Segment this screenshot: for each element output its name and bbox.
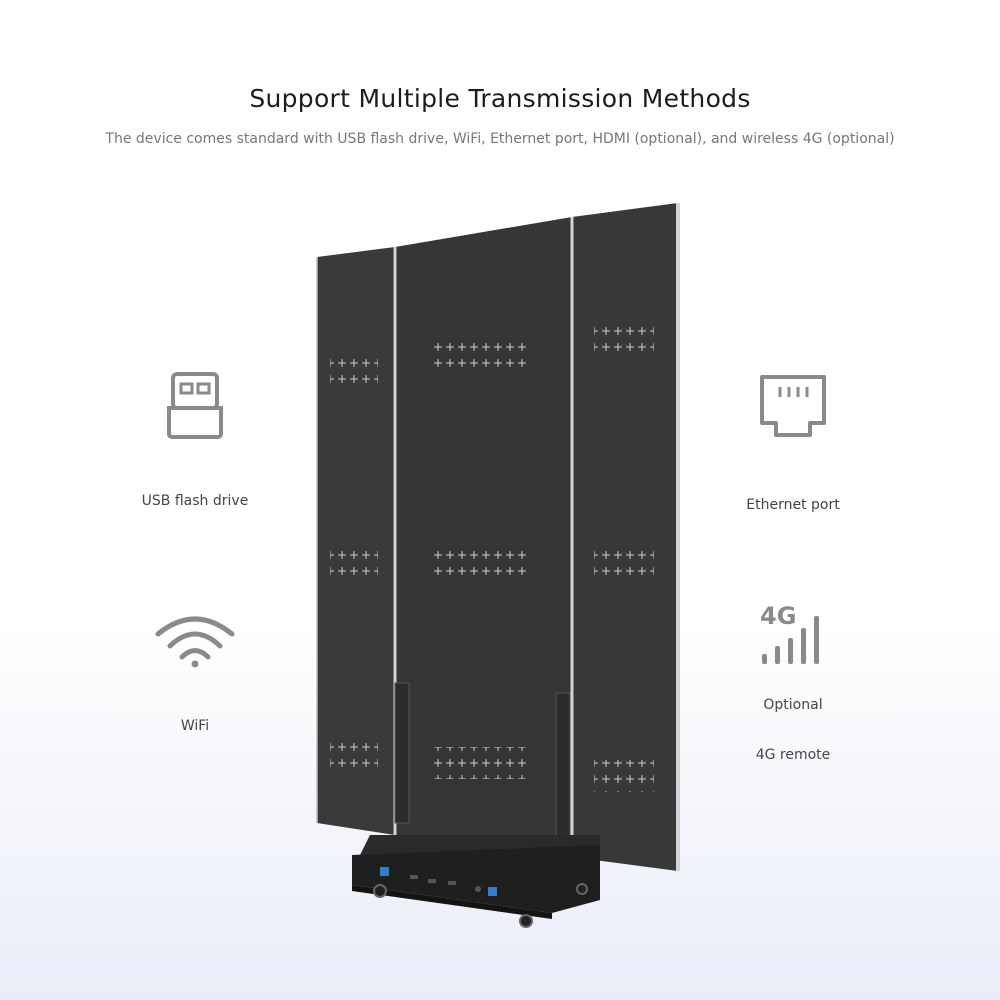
feature-4g: 4G Optional 4G remote (693, 598, 893, 768)
wifi-icon (155, 616, 235, 668)
ethernet-port-icon (760, 375, 826, 437)
feature-ethernet-label: Ethernet port (746, 497, 840, 513)
display-base (352, 845, 600, 913)
4g-icon-text: 4G (760, 602, 796, 630)
feature-wifi-label: WiFi (180, 718, 210, 734)
display-panel-center (395, 217, 572, 857)
4g-signal-icon: 4G (760, 602, 819, 664)
feature-wifi: WiFi (95, 608, 295, 734)
display-panel-left (317, 247, 395, 835)
led-poster-display-image (316, 203, 680, 928)
feature-usb: USB flash drive (95, 370, 295, 509)
base-port-left (380, 867, 389, 876)
feature-4g-label-line1: Optional (763, 697, 823, 713)
base-port-right (488, 887, 497, 896)
feature-usb-label: USB flash drive (141, 493, 249, 509)
page-title: Support Multiple Transmission Methods (249, 84, 751, 113)
feature-ethernet: Ethernet port (693, 373, 893, 513)
page-subtitle: The device comes standard with USB flash… (105, 131, 895, 147)
display-panel-right (572, 203, 678, 871)
feature-4g-label-line2: 4G remote (755, 747, 831, 763)
usb-flash-drive-icon (167, 372, 223, 439)
